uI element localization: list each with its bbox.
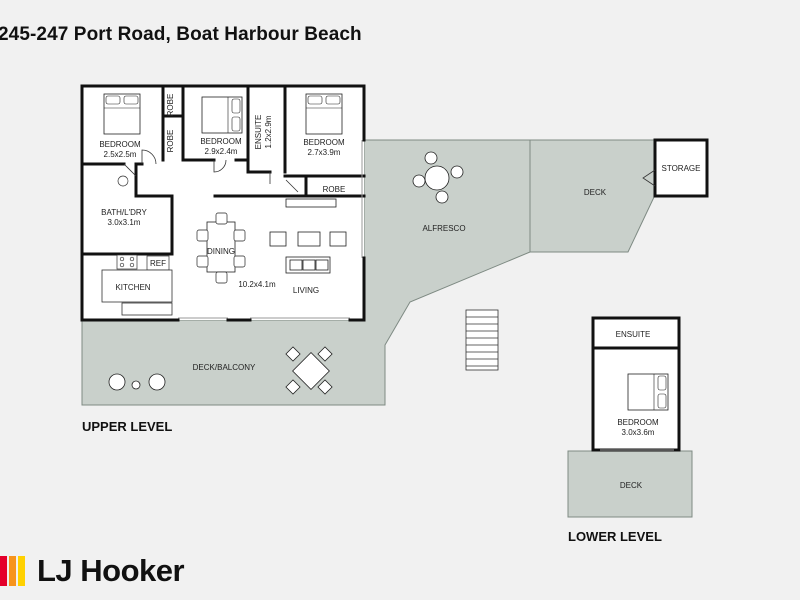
ensuite-upper-size: 1.2x2.9m: [264, 115, 273, 148]
lj-hooker-logo: LJ Hooker: [0, 553, 185, 589]
living-size: 10.2x4.1m: [238, 280, 276, 289]
bed-icon: [305, 93, 343, 135]
ensuite-lower-label: ENSUITE: [616, 330, 651, 339]
storage-label: STORAGE: [662, 164, 701, 173]
robe-1-label: ROBE: [166, 94, 175, 117]
robe-3-label: ROBE: [323, 185, 346, 194]
ensuite-upper-label: ENSUITE: [254, 115, 263, 150]
ref-label: REF: [150, 259, 166, 268]
upper-level-label: UPPER LEVEL: [82, 419, 173, 434]
deck-lower-label: DECK: [620, 481, 643, 490]
storage-walls: [653, 138, 709, 198]
upper-walls: [80, 84, 366, 322]
kitchen-bench: [101, 269, 173, 316]
living-label: LIVING: [293, 286, 319, 295]
bedroom-lower-size: 3.0x3.6m: [622, 428, 655, 437]
kitchen-label: KITCHEN: [115, 283, 150, 292]
windows: [178, 140, 674, 451]
deck-balcony-label: DECK/BALCONY: [193, 363, 256, 372]
brand-stripes-icon: [0, 556, 27, 586]
bedroom-2-size: 2.9x2.4m: [205, 147, 238, 156]
dining-table-icon: [196, 212, 246, 284]
bath-size: 3.0x3.1m: [108, 218, 141, 227]
vanity-icon: [116, 175, 170, 271]
alfresco-label: ALFRESCO: [422, 224, 465, 233]
sofa-icon: [269, 198, 347, 274]
brand-name: LJ Hooker: [37, 553, 185, 588]
lower-level-label: LOWER LEVEL: [568, 529, 662, 544]
outdoor-table-icon: [412, 151, 464, 204]
lower-deck-area: [567, 450, 693, 518]
bath-label: BATH/L'DRY: [101, 208, 147, 217]
bed-icon: [201, 96, 243, 134]
bedroom-lower-label: BEDROOM: [617, 418, 659, 427]
robe-2-label: ROBE: [166, 130, 175, 153]
deck-upper-label: DECK: [584, 188, 607, 197]
bedroom-2-label: BEDROOM: [200, 137, 242, 146]
bedroom-1-label: BEDROOM: [99, 140, 141, 149]
balcony-table-icon: [108, 346, 333, 395]
bedroom-1-size: 2.5x2.5m: [104, 150, 137, 159]
outdoor-areas: [81, 139, 693, 518]
dining-label: DINING: [207, 247, 235, 256]
bed-icon: [103, 93, 141, 135]
bed-icon: [627, 373, 669, 411]
doors: [123, 149, 656, 193]
stairs: [465, 309, 499, 371]
upper-deck-area: [529, 139, 656, 253]
bedroom-3-label: BEDROOM: [303, 138, 345, 147]
bedroom-3-size: 2.7x3.9m: [308, 148, 341, 157]
property-address-title: 245-247 Port Road, Boat Harbour Beach: [0, 24, 362, 45]
